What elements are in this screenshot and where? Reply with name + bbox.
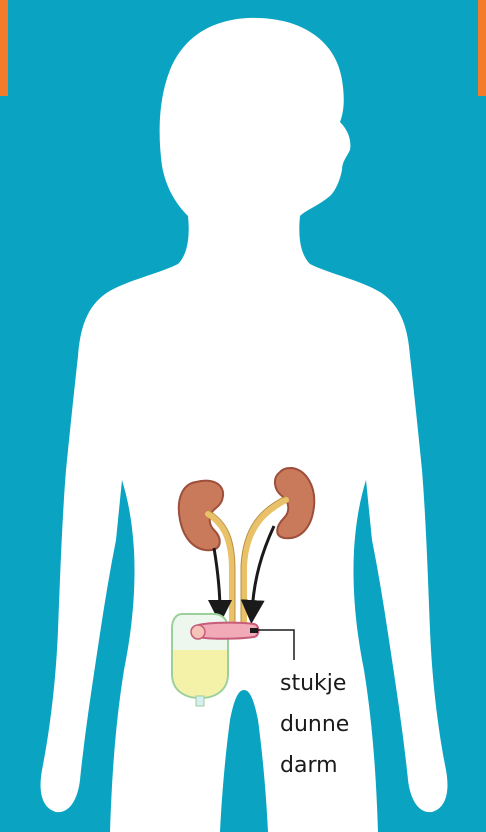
urine-fill [173, 650, 227, 697]
stoma [191, 625, 205, 639]
label-line-2: dunne [280, 712, 349, 737]
intestine-end-marker [250, 628, 258, 633]
label-line-1: stukje [280, 671, 346, 696]
bag-outlet [196, 696, 204, 706]
label-line-3: darm [280, 753, 338, 778]
